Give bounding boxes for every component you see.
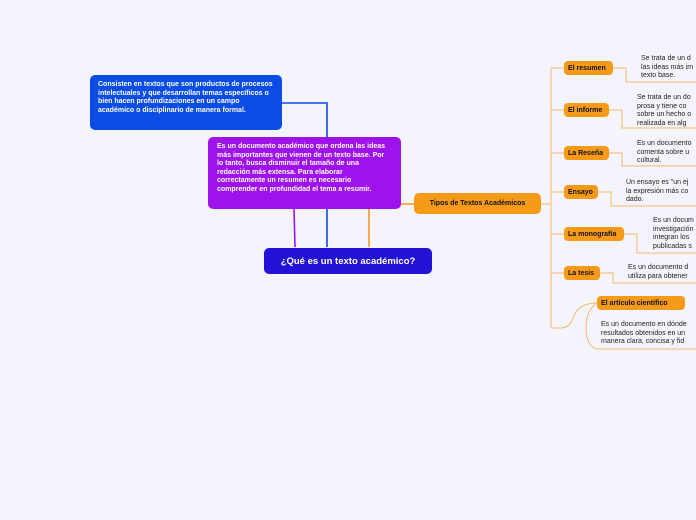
- types-node[interactable]: Tipos de Textos Académicos: [414, 193, 541, 214]
- desc-monografia: Es un docum investigación integran los p…: [653, 217, 694, 251]
- type-label: La Reseña: [568, 149, 604, 157]
- desc-line: publicadas s: [653, 242, 692, 250]
- type-node-tesis[interactable]: La tesis: [564, 266, 600, 280]
- desc-resena: Es un documento comenta sobre u cultural…: [637, 140, 691, 166]
- type-label: El resumen: [568, 64, 606, 72]
- desc-line: Es un documento en dónde: [601, 321, 687, 328]
- link-articulo: [551, 302, 598, 329]
- desc-line: Un ensayo es "un ej: [626, 179, 689, 186]
- desc-line: utiliza para obtener: [628, 272, 688, 280]
- desc-informe: Se trata de un do prosa y tiene co sobre…: [637, 94, 691, 128]
- desc-line: integran los: [653, 234, 690, 242]
- desc-ensayo: Un ensayo es "un ej la expresión más co …: [626, 179, 688, 205]
- desc-line: Se trata de un do: [637, 94, 691, 101]
- summary-node[interactable]: Es un documento académico que ordena las…: [208, 137, 401, 209]
- desc-line: Es un docum: [653, 217, 694, 224]
- desc-line: prosa y tiene co: [637, 102, 687, 110]
- leaf-link-monografia: [624, 233, 696, 254]
- leaf-link-tesis: [600, 272, 696, 284]
- type-label: El artículo científico: [601, 299, 668, 307]
- leaf-link-resumen: [613, 67, 696, 83]
- desc-line: texto base.: [641, 72, 676, 80]
- desc-line: sobre un hecho o: [637, 111, 692, 119]
- definition-text: Consisten en textos que son productos de…: [98, 81, 273, 114]
- type-node-articulo[interactable]: El artículo científico: [597, 296, 685, 310]
- leaf-link-ensayo: [598, 191, 696, 207]
- desc-line: resultados obtenidos en un: [601, 329, 686, 337]
- desc-line: Es un documento: [637, 140, 692, 147]
- desc-resumen: Se trata de un d las ideas más im texto …: [641, 55, 693, 81]
- type-node-resumen[interactable]: El resumen: [564, 61, 613, 75]
- type-label: Ensayo: [568, 188, 593, 196]
- desc-line: investigación: [653, 225, 694, 233]
- type-label: El informe: [568, 106, 603, 114]
- desc-line: Es un documento d: [628, 264, 689, 271]
- desc-line: las ideas más im: [641, 63, 694, 71]
- definition-node[interactable]: Consisten en textos que son productos de…: [90, 75, 282, 130]
- desc-line: cultural.: [637, 157, 662, 165]
- desc-tesis: Es un documento d utiliza para obtener: [628, 264, 688, 281]
- summary-text: Es un documento académico que ordena las…: [217, 143, 386, 193]
- type-node-informe[interactable]: El informe: [564, 103, 609, 117]
- types-node-label: Tipos de Textos Académicos: [429, 200, 526, 207]
- desc-line: comenta sobre u: [637, 148, 690, 156]
- desc-articulo: Es un documento en dónde resultados obte…: [601, 321, 687, 347]
- leaf-link-informe: [609, 109, 696, 129]
- leaf-link-resena: [609, 152, 696, 167]
- type-node-ensayo[interactable]: Ensayo: [564, 185, 598, 199]
- link-root-tipos: [368, 203, 414, 247]
- leaf-link-articulo: [585, 302, 696, 350]
- root-topic[interactable]: ¿Qué es un texto académico?: [264, 248, 432, 274]
- type-label: La tesis: [568, 269, 595, 277]
- desc-line: Se trata de un d: [641, 55, 691, 62]
- desc-line: dado.: [626, 196, 644, 204]
- type-node-monografia[interactable]: La monografía: [564, 227, 624, 241]
- type-node-resena[interactable]: La Reseña: [564, 146, 609, 160]
- root-topic-label: ¿Qué es un texto académico?: [280, 255, 416, 267]
- desc-line: la expresión más co: [626, 187, 689, 195]
- desc-line: manera clara, concisa y fid: [601, 338, 685, 346]
- link-root-purple: [293, 208, 296, 248]
- type-label: La monografía: [568, 230, 617, 238]
- desc-line: realizada en alg: [637, 119, 687, 127]
